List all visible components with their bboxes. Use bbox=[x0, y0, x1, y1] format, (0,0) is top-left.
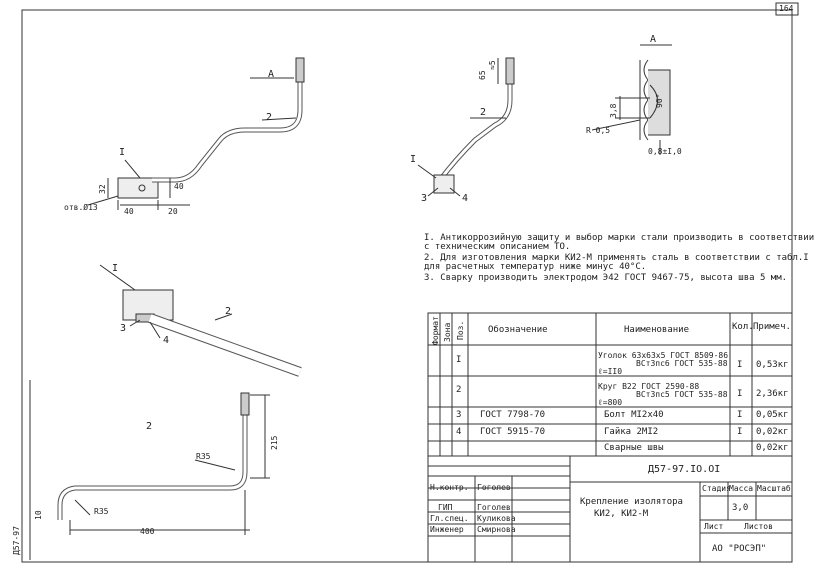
note-2: 2. Для изготовления марки КИ2-М применят… bbox=[424, 253, 809, 263]
sheet-frame bbox=[21, 9, 793, 563]
row5-note: 0,02кг bbox=[756, 443, 789, 453]
thread-tolerance: 0,8±I,0 bbox=[648, 147, 682, 156]
row2-name2: ВСт3пс5 ГОСТ 535-88 bbox=[636, 390, 728, 399]
part-4-label-lower: 4 bbox=[163, 335, 170, 346]
note-2-cont: для расчетных температур ниже минус 40°С… bbox=[424, 262, 647, 272]
row3-designation: ГОСТ 7798-70 bbox=[480, 410, 546, 420]
detail-middle-left bbox=[99, 264, 302, 377]
row4-designation: ГОСТ 5915-70 bbox=[480, 427, 546, 437]
part-2-label-bottom: 2 bbox=[146, 421, 153, 432]
detail-top-left bbox=[87, 57, 305, 210]
row3-note: 0,05кг bbox=[756, 410, 789, 420]
header-pos: Поз. bbox=[456, 320, 465, 340]
signer-role-3: Инженер bbox=[430, 525, 464, 534]
row2-qty: I bbox=[737, 389, 743, 399]
header-designation: Обозначение bbox=[488, 325, 548, 335]
dim-40-horizontal: 40 bbox=[124, 207, 134, 216]
part-1-label-middle: I bbox=[410, 154, 417, 165]
part-3-label-lower: 3 bbox=[120, 323, 127, 334]
part-2-label-middle: 2 bbox=[480, 107, 487, 118]
row4-pos: 4 bbox=[456, 427, 462, 437]
signer-name-1: Гоголев bbox=[477, 503, 511, 512]
dim-3-8: 3,8 bbox=[609, 103, 618, 118]
row1-note: 0,53кг bbox=[756, 360, 789, 370]
row1-qty: I bbox=[737, 360, 743, 370]
row2-note: 2,36кг bbox=[756, 389, 789, 399]
part-1-label-lower: I bbox=[112, 263, 119, 274]
stage-label: Стадия bbox=[702, 484, 731, 493]
header-qty: Кол. bbox=[732, 322, 754, 332]
signer-name-0: Гоголев bbox=[477, 483, 511, 492]
dim-40-vertical: 40 bbox=[174, 182, 184, 191]
mass-value: 3,0 bbox=[732, 503, 749, 513]
row1-name1: Уголок 63х63х5 ГОСТ 8509-86 bbox=[598, 351, 729, 360]
header-zone: Зона bbox=[443, 322, 452, 342]
part-1-label-left: I bbox=[119, 147, 126, 158]
dim-20: 20 bbox=[168, 207, 178, 216]
part-2-label-lower: 2 bbox=[225, 306, 232, 317]
page-number: 164 bbox=[779, 4, 794, 13]
part-4-label-middle: 4 bbox=[462, 193, 469, 204]
dim-10: 10 bbox=[34, 510, 43, 520]
row3-qty: I bbox=[737, 410, 743, 420]
detail-bottom-rod bbox=[29, 380, 270, 560]
row4-qty: I bbox=[737, 427, 743, 437]
view-a-label-left: А bbox=[268, 69, 275, 80]
signer-role-1: ГИП bbox=[438, 503, 453, 512]
signer-role-0: Н.контр. bbox=[430, 483, 469, 492]
left-strip-code: Д57-97 bbox=[12, 526, 21, 555]
row3-name: Болт МI2х40 bbox=[604, 410, 664, 420]
row2-pos: 2 bbox=[456, 385, 462, 395]
dim-angle: 90° bbox=[655, 93, 664, 108]
dim-215: 215 bbox=[270, 435, 279, 450]
part-2-label-left: 2 bbox=[266, 112, 273, 123]
row4-note: 0,02кг bbox=[756, 427, 789, 437]
radius-0-5: R 0,5 bbox=[586, 126, 611, 135]
view-A-detail bbox=[591, 44, 672, 155]
doc-code: Д57-97.IO.OI bbox=[648, 464, 721, 475]
signer-role-2: Гл.спец. bbox=[430, 514, 469, 523]
title-block-grid bbox=[427, 455, 793, 563]
row1-pos: I bbox=[456, 355, 462, 365]
page-number-box bbox=[775, 2, 799, 16]
row4-name: Гайка 2МI2 bbox=[604, 427, 659, 437]
organization: АО "РОСЭП" bbox=[712, 544, 767, 554]
row2-name3: ℓ=800 bbox=[598, 398, 623, 407]
sheets-label: Листов bbox=[744, 522, 773, 531]
signer-name-2: Куликова bbox=[477, 514, 516, 523]
note-3: 3. Сварку производить электродом Э42 ГОС… bbox=[424, 273, 788, 283]
note-1-cont: с техническим описанием ТО. bbox=[424, 242, 571, 252]
detail-top-middle bbox=[417, 57, 515, 197]
header-note: Примеч. bbox=[753, 322, 791, 332]
radius-35-top: R35 bbox=[196, 452, 211, 461]
mass-label: Масса bbox=[729, 484, 754, 493]
row1-name3: ℓ=II0 bbox=[598, 367, 623, 376]
header-format: Формат bbox=[431, 316, 440, 345]
sheet-label: Лист bbox=[704, 522, 724, 531]
header-name: Наименование bbox=[624, 325, 690, 335]
scale-label: Масштаб bbox=[757, 484, 791, 493]
dim-65: 65 bbox=[478, 70, 487, 80]
row1-name2: ВСт3пс6 ГОСТ 535-88 bbox=[636, 359, 728, 368]
part-3-label-middle: 3 bbox=[421, 193, 428, 204]
row5-name: Сварные швы bbox=[604, 443, 664, 453]
signer-name-3: Смирнова bbox=[477, 525, 516, 534]
view-a-title: А bbox=[650, 34, 657, 45]
hole-label: отв.Ø13 bbox=[64, 203, 98, 212]
row2-name1: Круг В22 ГОСТ 2590-88 bbox=[598, 382, 700, 391]
radius-35-bottom: R35 bbox=[94, 507, 109, 516]
dim-32: 32 bbox=[98, 184, 107, 194]
dim-5: ≈5 bbox=[488, 60, 497, 70]
title-line1: Крепление изолятора bbox=[580, 497, 683, 507]
title-line2: КИ2, КИ2-М bbox=[594, 509, 649, 519]
note-1: I. Антикоррозийную защиту и выбор марки … bbox=[424, 233, 814, 243]
row3-pos: 3 bbox=[456, 410, 462, 420]
dim-400: 400 bbox=[140, 527, 155, 536]
